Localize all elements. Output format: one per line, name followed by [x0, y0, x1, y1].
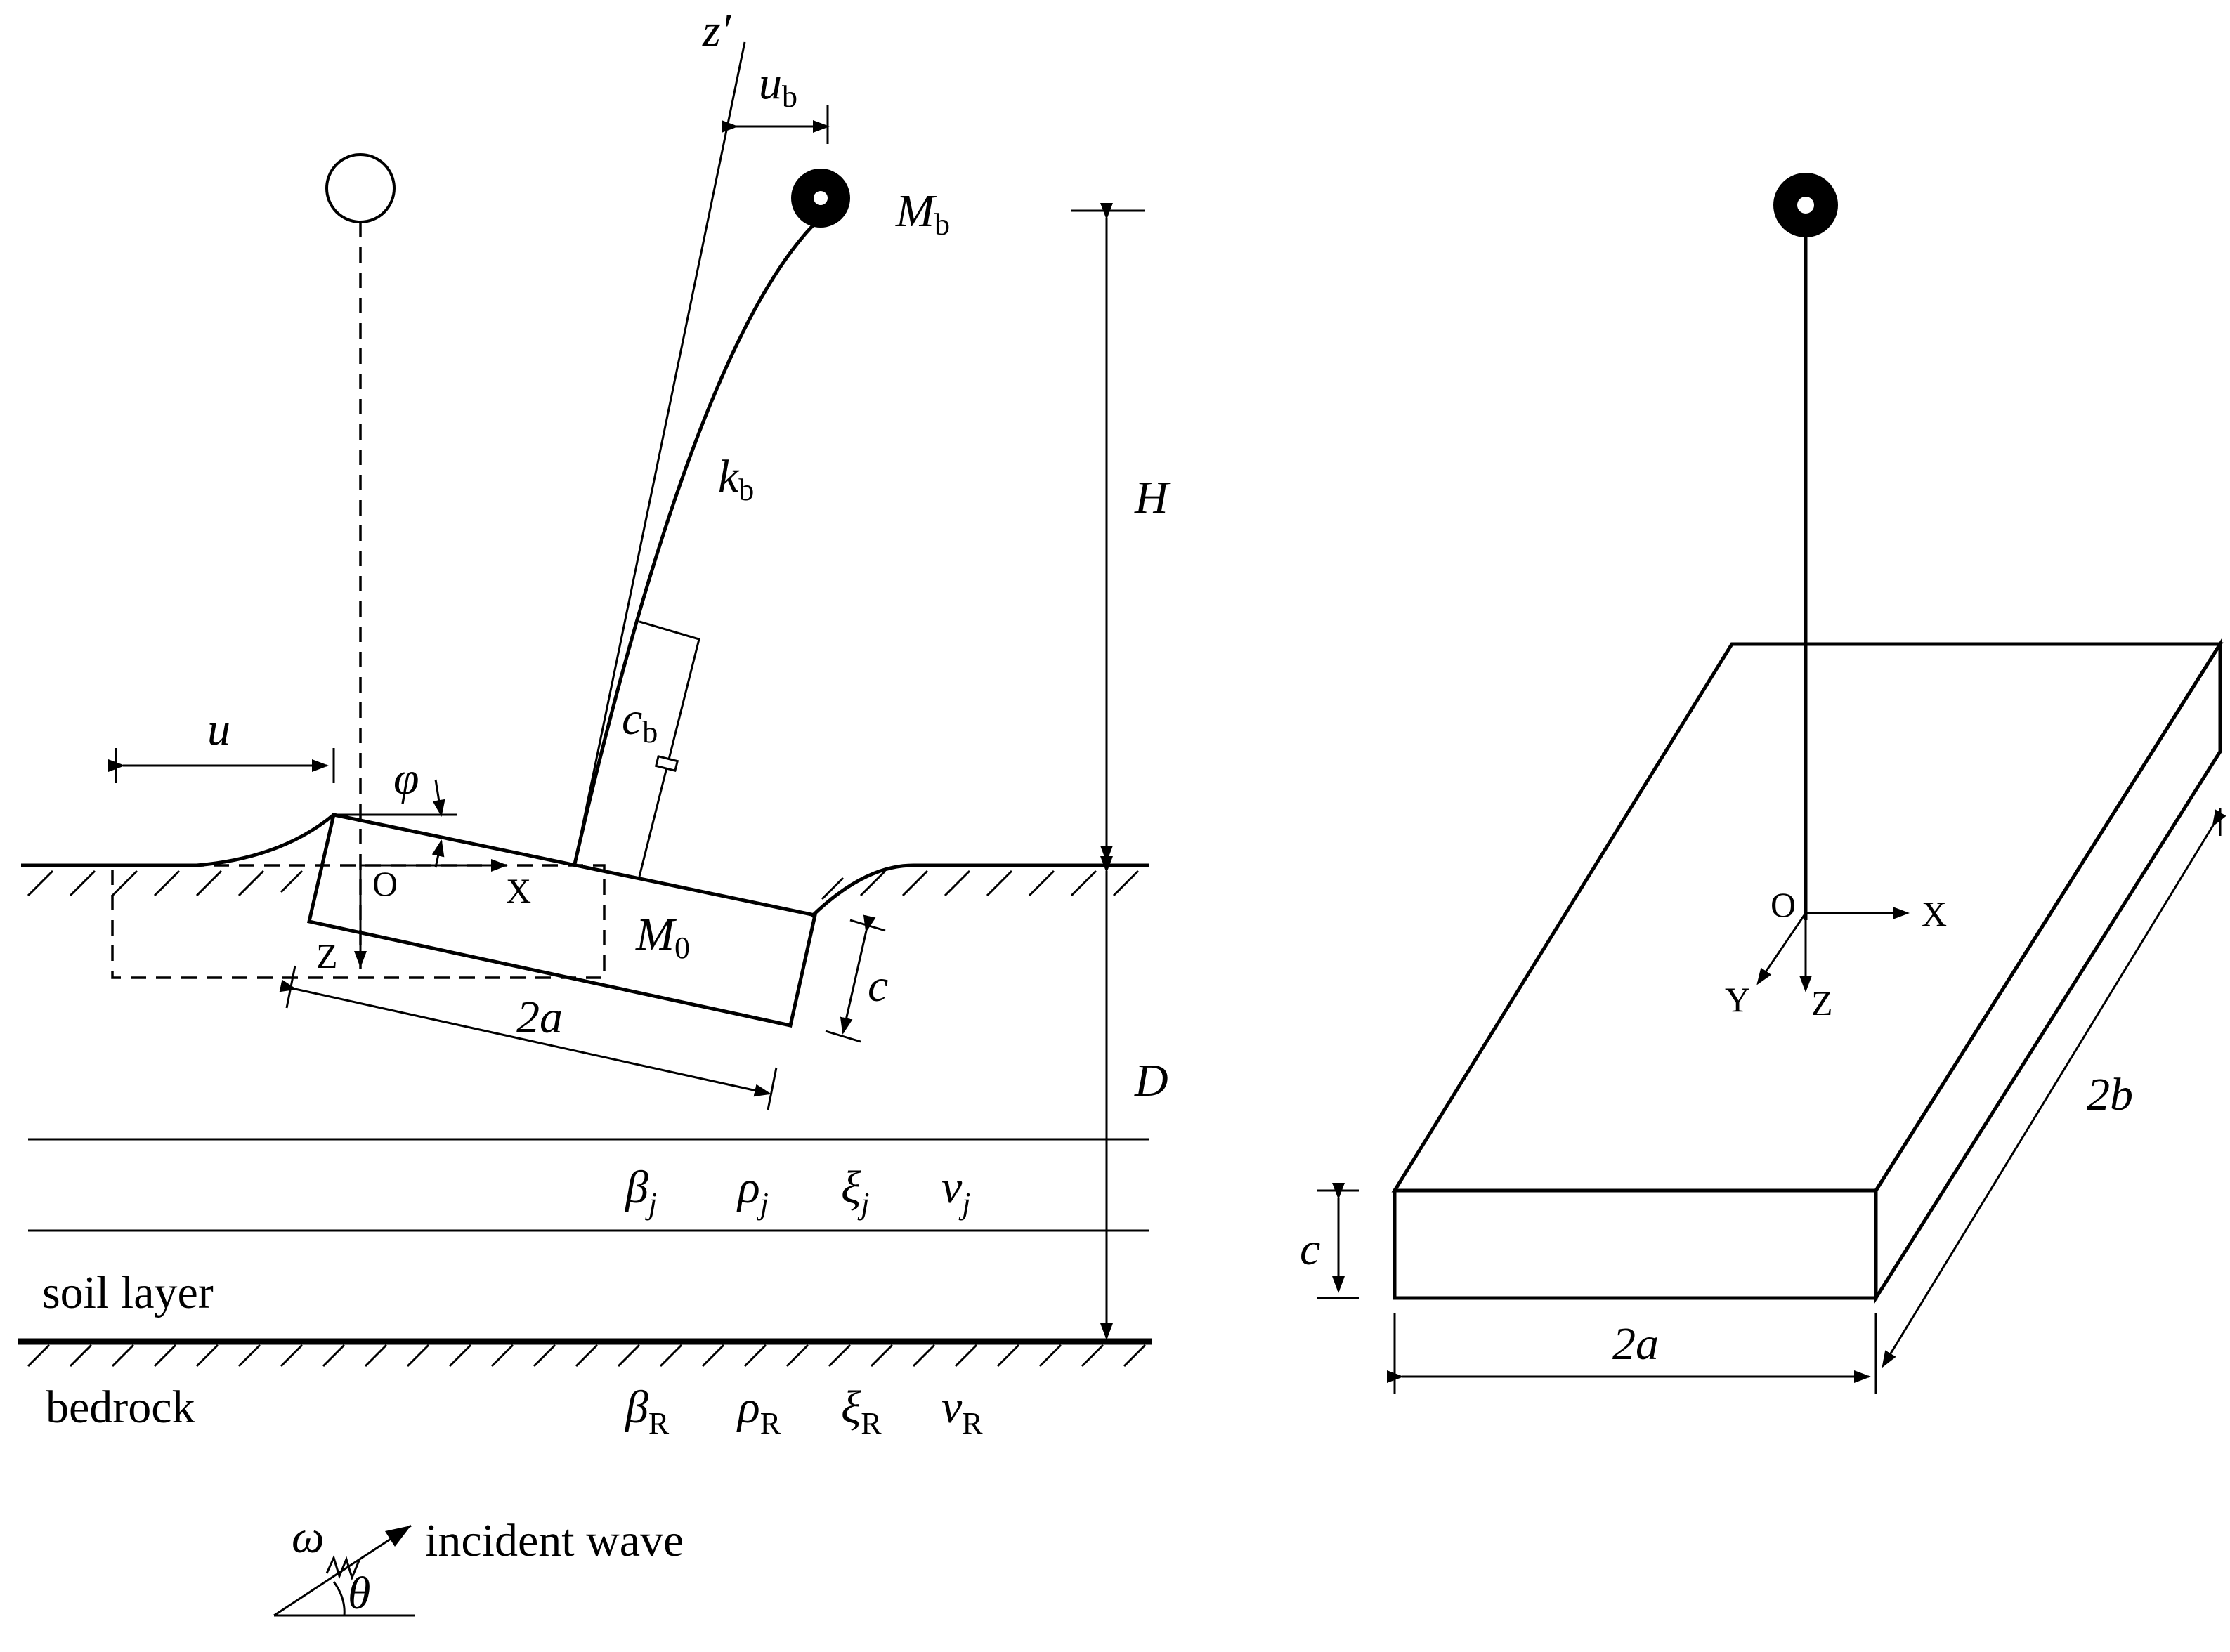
z-prime-line	[573, 41, 746, 865]
right-label-o: O	[1771, 885, 1796, 924]
label-m0: M0	[635, 909, 690, 965]
right-label-y: Y	[1725, 980, 1750, 1019]
right-diagram: O X Y Z c 2a 2b	[1300, 173, 2226, 1394]
layer-r-beta: βR	[624, 1382, 670, 1441]
right-label-2a: 2a	[1612, 1318, 1659, 1370]
bedrock-hatch	[27, 1344, 1147, 1368]
two-a-ext-left	[285, 965, 296, 1009]
two-a-ext-right	[767, 1067, 778, 1110]
right-label-x: X	[1922, 894, 1947, 933]
ground-hatch	[27, 870, 1140, 900]
label-incident-wave: incident wave	[425, 1515, 684, 1566]
box-side-face	[1874, 638, 2222, 1304]
damper-piston	[654, 755, 679, 772]
label-d: D	[1134, 1055, 1168, 1106]
label-c-left: c	[868, 960, 888, 1011]
incident-wave-icon	[273, 1524, 415, 1617]
label-2a-left: 2a	[516, 992, 563, 1043]
layer-j-beta: βj	[624, 1162, 657, 1221]
right-label-c: c	[1300, 1224, 1320, 1275]
phi-arrow-top	[432, 779, 445, 817]
label-o: O	[372, 864, 398, 903]
label-z-prime: z′	[702, 5, 732, 56]
two-a-dim-arrow	[279, 979, 771, 1097]
label-u: u	[207, 704, 230, 755]
damper-cb	[638, 620, 700, 877]
undeformed-mass	[325, 153, 396, 223]
label-soil-layer: soil layer	[42, 1267, 214, 1318]
phi-arrow-bot	[431, 839, 445, 868]
label-phi: φ	[393, 753, 419, 804]
label-h: H	[1134, 472, 1171, 523]
right-label-z: Z	[1811, 983, 1833, 1023]
label-kb: kb	[718, 451, 754, 507]
layer-j-xi: ξj	[841, 1162, 870, 1221]
layer-r-nu: vR	[941, 1382, 983, 1441]
label-omega: ω	[292, 1512, 325, 1563]
label-bedrock: bedrock	[46, 1382, 195, 1433]
layer-j-nu: vj	[941, 1162, 971, 1221]
left-diagram: u φ O X Z M0 c 2a z′ ub	[18, 5, 1171, 1619]
right-2b-arrow	[1882, 809, 2226, 1368]
c-dim-bot-ext	[825, 1030, 861, 1043]
layer-j-rho: ρj	[736, 1162, 769, 1221]
label-ub: ub	[759, 58, 797, 114]
c-dim-top-ext	[849, 919, 886, 932]
label-mb: Mb	[895, 185, 950, 242]
ground-surface	[21, 813, 1149, 918]
mass-mb-highlight	[814, 191, 828, 205]
right-label-2b: 2b	[2087, 1069, 2133, 1120]
layer-r-xi: ξR	[841, 1382, 882, 1441]
right-mass-highlight	[1797, 197, 1814, 214]
label-z: Z	[316, 936, 338, 976]
c-dim-arrow	[840, 914, 876, 1035]
box-front-face	[1393, 1188, 1878, 1300]
deformed-column	[573, 216, 822, 865]
right-y-axis	[1756, 912, 1807, 985]
layer-r-rho: ρR	[736, 1382, 781, 1441]
label-x: X	[506, 871, 531, 910]
undeformed-foundation	[111, 864, 606, 979]
label-cb: cb	[622, 693, 658, 749]
rotated-foundation	[306, 813, 817, 1028]
label-theta: θ	[348, 1568, 370, 1619]
